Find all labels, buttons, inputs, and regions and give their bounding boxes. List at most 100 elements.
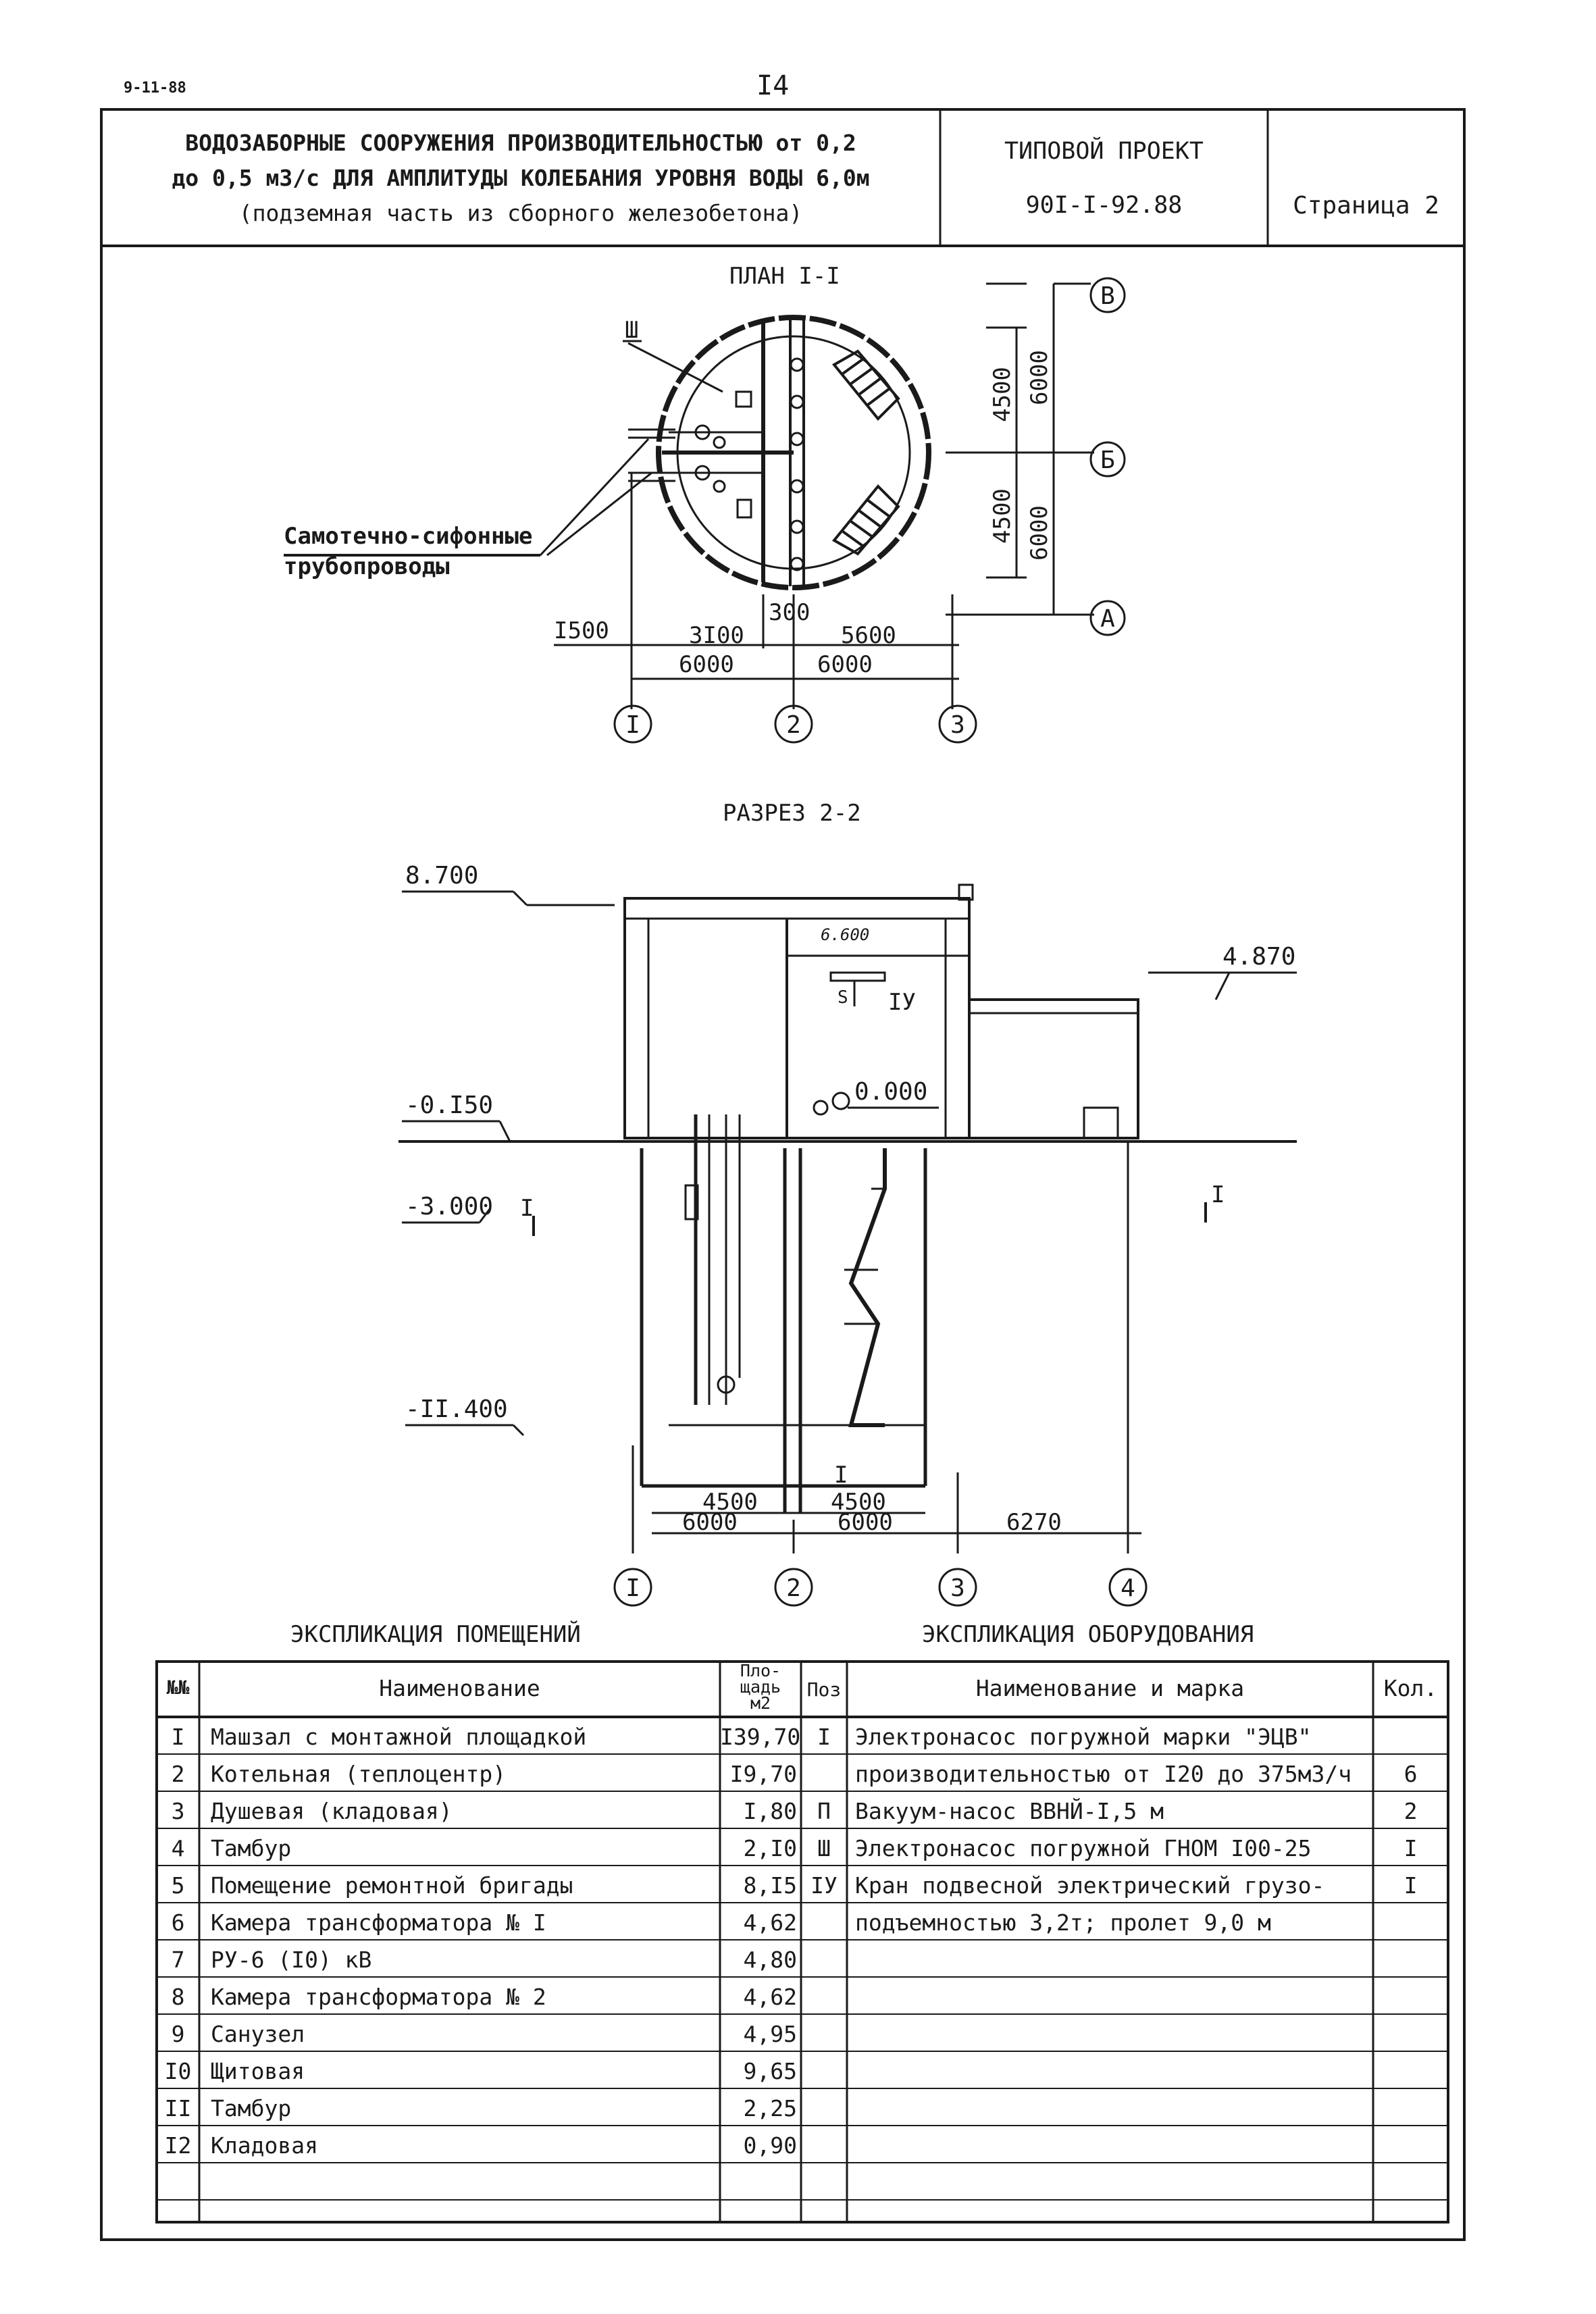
room-area: 4,62 [743, 1909, 797, 1936]
level-minus-0-150: -0.I50 [405, 1091, 493, 1119]
plan-dim-6000-bottom: 6000 [1026, 505, 1053, 561]
rooms-col-area-2: щадь [740, 1677, 781, 1697]
room-area: 9,65 [743, 2058, 797, 2084]
room-area: 2,I0 [743, 1835, 797, 1861]
equipment-pos: П [817, 1798, 831, 1824]
room-name: Камера трансформатора № 2 [211, 1984, 546, 2010]
level-minus-3-000: -3.000 [405, 1193, 493, 1220]
title-description: ВОДОЗАБОРНЫЕ СООРУЖЕНИЯ ПРОИЗВОДИТЕЛЬНОС… [101, 116, 940, 240]
pump-label: I [834, 1462, 848, 1489]
equipment-qty: 2 [1404, 1798, 1418, 1824]
section-axis-2: 2 [786, 1574, 801, 1602]
section-dim-4500-right: 4500 [831, 1489, 886, 1516]
equipment-name: производительностью от I20 до 375м3/ч [855, 1761, 1352, 1787]
plan-dim-5600: 5600 [841, 622, 896, 649]
rooms-col-area-3: м2 [750, 1693, 771, 1713]
room-area: 8,I5 [743, 1872, 797, 1899]
rooms-table-title: ЭКСПЛИКАЦИЯ ПОМЕЩЕНИЙ [290, 1621, 581, 1648]
room-no: 6 [171, 1909, 185, 1936]
room-name: Санузел [211, 2021, 305, 2047]
room-name: Душевая (кладовая) [211, 1798, 453, 1824]
plan-callout-label: Ш [625, 317, 638, 344]
project-label: ТИПОВОЙ ПРОЕКТ [1004, 138, 1204, 165]
equipment-name: подъемностью 3,2т; пролет 9,0 м [855, 1909, 1271, 1936]
plan-axis-v: В [1100, 282, 1115, 310]
plan-dim-6000-right: 6000 [817, 651, 873, 678]
plan-dim-6000-top: 6000 [1026, 350, 1053, 405]
equipment-qty: I [1404, 1872, 1418, 1899]
plan-dim-3100: 3I00 [689, 622, 744, 649]
room-name: РУ-6 (I0) кВ [211, 1947, 372, 1973]
equipment-name: Вакуум-насос ВВНЙ-I,5 м [855, 1798, 1164, 1824]
room-area: 2,25 [743, 2095, 797, 2122]
room-name: Тамбур [211, 1835, 292, 1861]
rooms-col-no: №№ [166, 1676, 190, 1699]
plan-axis-1: I [625, 711, 640, 739]
room-no: 9 [171, 2021, 185, 2047]
room-area: 4,95 [743, 2021, 797, 2047]
equipment-col-name: Наименование и марка [975, 1675, 1245, 1701]
room-area: 4,62 [743, 1984, 797, 2010]
section-title: РАЗРЕЗ 2-2 [723, 800, 861, 827]
room-name: Кладовая [211, 2132, 318, 2159]
room-name: Котельная (теплоцентр) [211, 1761, 507, 1787]
section-axis-4: 4 [1121, 1574, 1135, 1602]
room-name: Машзал с монтажной площадкой [211, 1724, 587, 1750]
plan-outer-wall [656, 315, 931, 590]
room-no: 8 [171, 1984, 185, 2010]
equipment-col-pos: Поз [806, 1678, 842, 1701]
project-code: 90I-I-92.88 [1025, 192, 1183, 219]
plan-axis-b: Б [1100, 446, 1115, 474]
page-label-cell: Страница 2 [1268, 116, 1464, 267]
cut-mark-left: I [520, 1195, 534, 1222]
room-no: I [171, 1724, 185, 1750]
plan-axis-3: 3 [950, 711, 965, 739]
room-no: 2 [171, 1761, 185, 1787]
crane-mark: S [838, 987, 848, 1008]
title-line-1: ВОДОЗАБОРНЫЕ СООРУЖЕНИЯ ПРОИЗВОДИТЕЛЬНОС… [185, 130, 856, 156]
plan-axis-a: А [1100, 605, 1115, 633]
rooms-col-area-1: Пло- [740, 1661, 781, 1680]
room-area: I,80 [743, 1798, 797, 1824]
plan-dim-4500-top: 4500 [989, 367, 1016, 422]
title-line-2: до 0,5 м3/с ДЛЯ АМПЛИТУДЫ КОЛЕБАНИЯ УРОВ… [172, 165, 870, 191]
plan-note-line-2: трубопроводы [284, 553, 450, 580]
section-dim-6270: 6270 [1006, 1509, 1062, 1536]
room-area: I9,70 [729, 1761, 797, 1787]
section-axis-3: 3 [950, 1574, 965, 1602]
room-no: I2 [164, 2132, 192, 2159]
plan-dim-6000-left: 6000 [679, 651, 734, 678]
cut-mark-right: I [1211, 1181, 1225, 1208]
room-no: 4 [171, 1835, 185, 1861]
plan-dim-300: 300 [769, 599, 810, 626]
room-no: II [164, 2095, 192, 2122]
room-no: I0 [164, 2058, 192, 2084]
level-8-700: 8.700 [405, 862, 478, 890]
room-no: 3 [171, 1798, 185, 1824]
equipment-name: Электронасос погружной марки "ЭЦВ" [855, 1724, 1312, 1750]
equipment-col-qty: Кол. [1383, 1675, 1438, 1701]
equipment-qty: 6 [1404, 1761, 1418, 1787]
equipment-pos: Ш [817, 1835, 831, 1861]
page-label: Страница 2 [1293, 191, 1439, 220]
rooms-col-name: Наименование [379, 1675, 540, 1701]
equipment-pos: IУ [810, 1872, 838, 1899]
level-0-000: 0.000 [854, 1078, 927, 1106]
section-dim-6000-left: 6000 [682, 1509, 738, 1536]
room-name: Щитовая [211, 2058, 305, 2084]
section-dim-6000-right: 6000 [838, 1509, 893, 1536]
equipment-pos: I [817, 1724, 831, 1750]
room-name: Помещение ремонтной бригады [211, 1872, 573, 1899]
plan-note-line-1: Самотечно-сифонные [284, 523, 532, 550]
sheet-date: 9-11-88 [124, 80, 186, 97]
equipment-qty: I [1404, 1835, 1418, 1861]
plan-axis-2: 2 [786, 711, 801, 739]
room-area: 0,90 [743, 2132, 797, 2159]
room-name: Тамбур [211, 2095, 292, 2122]
project-cell: ТИПОВОЙ ПРОЕКТ 90I-I-92.88 [940, 116, 1268, 240]
room-area: 4,80 [743, 1947, 797, 1973]
